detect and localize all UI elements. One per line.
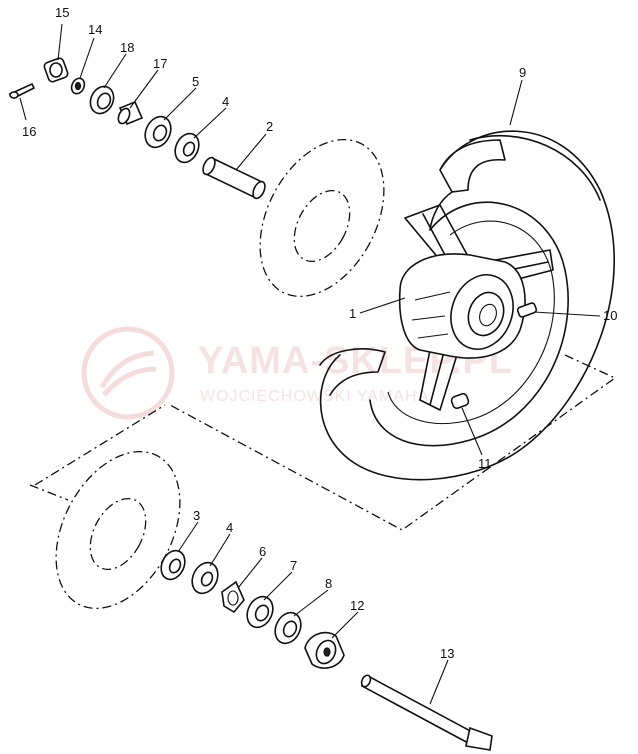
bearing-5 [144, 115, 172, 149]
callout-15: 15 [55, 5, 69, 20]
callout-5: 5 [192, 74, 199, 89]
axle-centerline-stub [29, 484, 69, 501]
callout-8: 8 [325, 576, 332, 591]
callout-11: 11 [478, 456, 492, 471]
callout-9: 9 [519, 65, 526, 80]
wheel-assembly [319, 130, 615, 481]
callout-14: 14 [88, 22, 102, 37]
callout-7: 7 [290, 558, 297, 573]
wheel-axle-13 [360, 674, 493, 751]
callout-17: 17 [153, 56, 167, 71]
oil-seal-7 [246, 595, 274, 629]
callout-12: 12 [350, 598, 364, 613]
washer-14 [70, 77, 86, 95]
collar-17 [117, 100, 144, 126]
callout-2: 2 [266, 119, 273, 134]
axle-centerline-box [169, 354, 617, 531]
upper-brake-disc [259, 138, 385, 298]
spacer-4-upper [174, 132, 200, 164]
callout-10: 10 [603, 308, 617, 323]
callout-13: 13 [440, 646, 454, 661]
watermark-logo [81, 326, 175, 420]
lower-brake-disc [55, 450, 181, 610]
axle-nut-15 [43, 57, 69, 83]
callout-labels: 15 14 18 17 5 4 2 16 9 1 10 11 3 4 6 7 8… [22, 5, 617, 661]
axle-centerline-left [34, 404, 166, 486]
callout-4-lower: 4 [226, 520, 233, 535]
callout-4-upper: 4 [222, 94, 229, 109]
oil-seal-8 [274, 611, 302, 645]
bearing-3 [160, 549, 186, 581]
axle-spacer-2 [202, 156, 266, 200]
oil-seal-18 [89, 85, 115, 115]
callout-3: 3 [193, 508, 200, 523]
watermark-subtitle: WOJCIECHOWSKI YAMAHA [200, 388, 430, 405]
callout-6: 6 [259, 544, 266, 559]
leader-lines [19, 23, 601, 705]
callout-18: 18 [120, 40, 134, 55]
clutch-retainer-6 [221, 580, 245, 614]
callout-1: 1 [349, 306, 356, 321]
callout-16: 16 [22, 124, 36, 139]
meter-gear-12 [304, 631, 345, 669]
cotter-pin-16 [8, 82, 36, 99]
spacer-4-lower [191, 561, 219, 595]
